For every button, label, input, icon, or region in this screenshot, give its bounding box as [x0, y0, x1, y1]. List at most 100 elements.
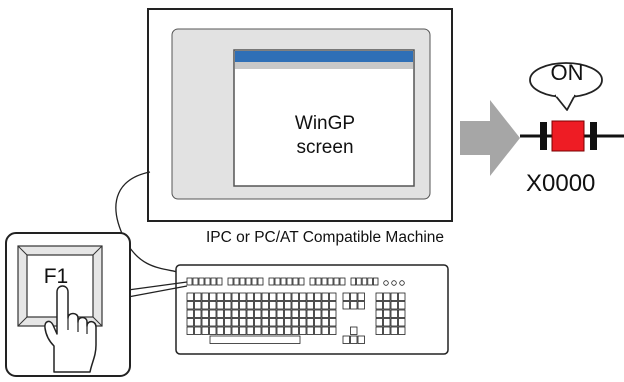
wingp-screen-line1: WinGP [294, 113, 356, 134]
keyboard-key [361, 277, 368, 286]
keyboard-key [306, 326, 314, 335]
keyboard-key [299, 326, 307, 335]
keyboard-key [350, 277, 356, 286]
keyboard-key [224, 309, 232, 318]
keyboard-key [390, 326, 398, 335]
keyboard-key [329, 292, 337, 301]
keyboard-key [254, 326, 262, 335]
keyboard-key [186, 326, 194, 335]
keyboard-key [291, 301, 299, 310]
keyboard-led [391, 280, 397, 286]
keyboard-key [321, 318, 329, 327]
keyboard-key [276, 309, 284, 318]
keyboard-key [194, 301, 202, 310]
zoom-line-top [127, 281, 188, 291]
keyboard-key [276, 292, 284, 301]
keyboard-key [286, 277, 293, 286]
keyboard-key [269, 318, 277, 327]
keyboard-key [357, 301, 365, 310]
keyboard-key [216, 318, 224, 327]
keyboard-key [321, 292, 329, 301]
keyboard-key [201, 309, 209, 318]
keyboard-key [372, 277, 379, 286]
keyboard-key [390, 309, 398, 318]
keyboard-key [239, 301, 247, 310]
keyboard-key [329, 301, 337, 310]
keyboard-key [231, 301, 239, 310]
keyboard-key [239, 292, 247, 301]
keyboard-key [383, 318, 391, 327]
keyboard-key [261, 318, 269, 327]
keyboard-key [315, 277, 322, 286]
keyboard-key [198, 277, 205, 286]
keyboard-key [245, 277, 252, 286]
keyboard-key [261, 301, 269, 310]
wingp-screen-line2: screen [296, 137, 354, 158]
keyboard-key [284, 318, 292, 327]
keyboard-key [329, 318, 337, 327]
keyboard-key [186, 309, 194, 318]
keyboard-key [231, 318, 239, 327]
keyboard-key [398, 326, 406, 335]
on-label: ON [550, 60, 584, 85]
keyboard-key [186, 301, 194, 310]
keyboard-key [276, 318, 284, 327]
keyboard-key [209, 301, 217, 310]
f1-key-callout [5, 232, 131, 377]
keyboard-key [269, 309, 277, 318]
keyboard-key [306, 309, 314, 318]
keyboard-key [314, 309, 322, 318]
keyboard-key [350, 301, 358, 310]
keyboard-key [321, 326, 329, 335]
keyboard-key [246, 309, 254, 318]
keyboard-key [209, 326, 217, 335]
keyboard-key [299, 318, 307, 327]
keyboard-icon [175, 264, 449, 355]
keyboard-key [329, 326, 337, 335]
keyboard-key [276, 301, 284, 310]
relay-switch-icon [520, 120, 624, 152]
keyboard-key [333, 277, 340, 286]
keyboard-key [276, 326, 284, 335]
keyboard-key [261, 292, 269, 301]
keyboard-key [284, 301, 292, 310]
wingp-screen-label: WinGP screen [238, 112, 412, 160]
bit-address-label: X0000 [526, 170, 596, 197]
monitor [147, 8, 453, 222]
keyboard-key [194, 318, 202, 327]
keyboard-key [375, 301, 383, 310]
keyboard-key [342, 301, 350, 310]
keyboard-key [357, 292, 365, 301]
keyboard-key [201, 326, 209, 335]
keyboard-key [227, 277, 234, 286]
zoom-line-bottom [127, 285, 188, 298]
keyboard-key [239, 309, 247, 318]
keyboard-key [390, 301, 398, 310]
keyboard-key [342, 292, 350, 301]
keyboard-led [383, 280, 389, 286]
keyboard-key [186, 318, 194, 327]
keyboard-key [209, 335, 301, 344]
keyboard-key [299, 301, 307, 310]
keyboard-key [383, 301, 391, 310]
keyboard-key [375, 292, 383, 301]
keyboard-key [367, 277, 373, 286]
keyboard-key [224, 318, 232, 327]
keyboard-key [306, 318, 314, 327]
keyboard-key [257, 277, 264, 286]
keyboard-key [251, 277, 258, 286]
keyboard-key [239, 326, 247, 335]
keyboard-key [321, 309, 329, 318]
keyboard-key [216, 301, 224, 310]
keyboard-key [390, 292, 398, 301]
keyboard-key [291, 318, 299, 327]
wingp-window [233, 49, 415, 187]
keyboard-key [284, 292, 292, 301]
keyboard-key [314, 301, 322, 310]
keyboard-key [269, 326, 277, 335]
keyboard-key [246, 292, 254, 301]
on-callout-bubble [529, 62, 603, 111]
keyboard-key [194, 292, 202, 301]
keyboard-key [383, 292, 391, 301]
